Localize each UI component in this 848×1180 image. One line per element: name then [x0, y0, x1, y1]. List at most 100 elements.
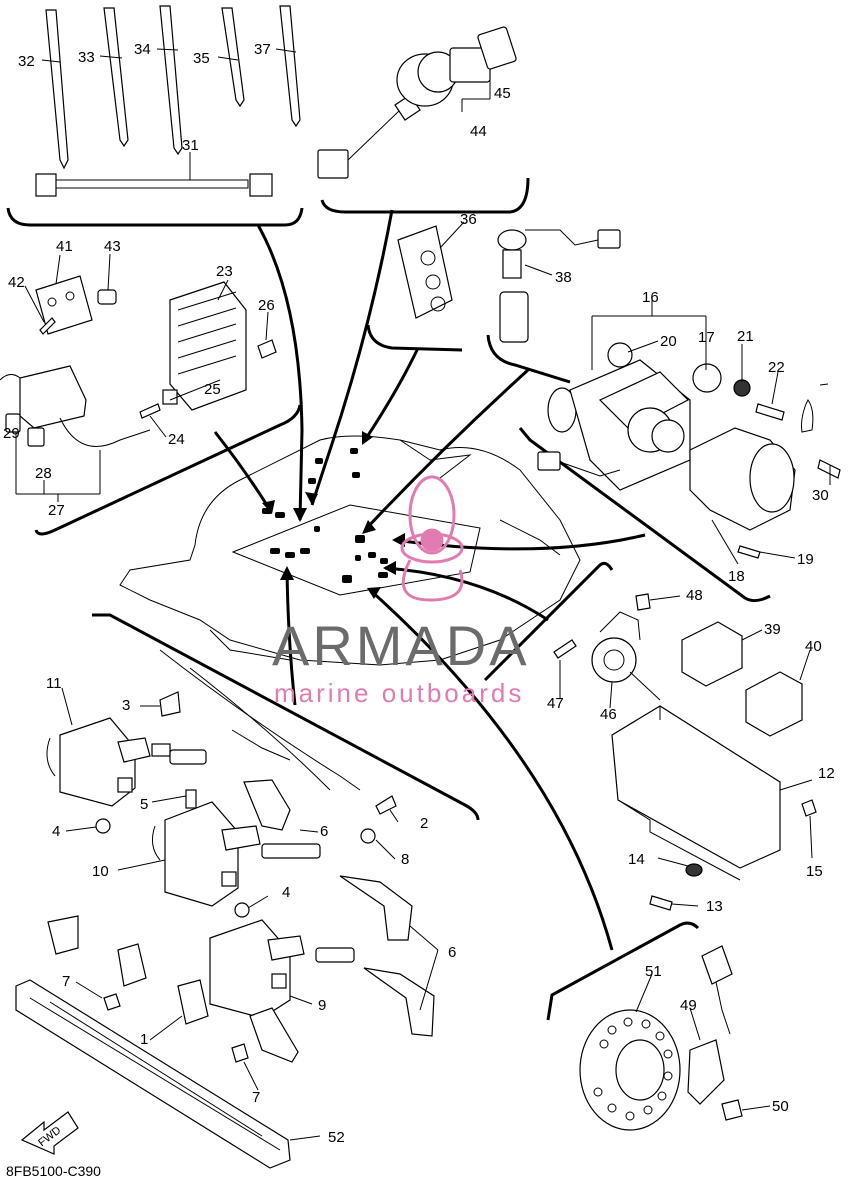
armada-logo-icon: [400, 475, 464, 602]
cdi-unit-12: [611, 705, 781, 869]
bushing-17: [692, 363, 722, 393]
ignition-coil-9: [209, 919, 291, 1019]
bolt-24: [139, 403, 161, 419]
callout-33: 33: [78, 49, 95, 66]
group-frame-flywheel: [546, 921, 700, 1021]
main-switch-assembly: [317, 26, 517, 179]
group-frame-cdi: [483, 561, 614, 682]
callout-8: 8: [401, 851, 409, 868]
bracket-bar-group: [15, 915, 299, 1169]
callout-23: 23: [216, 263, 233, 280]
callout-1: 1: [140, 1031, 148, 1048]
bolt-22: [755, 403, 785, 421]
nut-7b: [231, 1043, 249, 1063]
leader-flywheel: [368, 588, 614, 951]
band-5: [185, 789, 197, 809]
cable-tie-group: [35, 5, 301, 197]
group-frame-regulator: [34, 404, 302, 536]
callout-7b: 7: [252, 1089, 260, 1106]
clamp-31-left: [35, 173, 57, 197]
bolt-42: [39, 317, 56, 335]
bracket-1a: [47, 915, 79, 955]
callout-28: 28: [35, 465, 52, 482]
clamp-36: [397, 225, 453, 319]
bar-52: [15, 979, 291, 1169]
callout-labels: 32 33 34 35 37 31 45 44 36 38 16 20 17 2…: [3, 41, 835, 1146]
cable-tie-37: [279, 5, 301, 128]
spark-plug-cap-6c: [363, 967, 435, 1037]
callout-39: 39: [764, 621, 781, 638]
watermark-tagline: marine outboards: [274, 678, 524, 708]
callout-49: 49: [680, 997, 697, 1014]
callout-46: 46: [600, 706, 617, 723]
key-45: [477, 26, 517, 70]
ignition-coil-11: [59, 717, 136, 807]
callout-25: 25: [204, 381, 221, 398]
ignition-coil-10: [164, 801, 239, 907]
group-frame-ignition: [92, 613, 480, 821]
leader-cable-ties: [256, 224, 304, 521]
callout-5: 5: [140, 796, 148, 813]
callout-29: 29: [3, 425, 20, 442]
callout-24: 24: [168, 431, 185, 448]
callout-16: 16: [642, 289, 659, 306]
leader-main-switch: [310, 209, 394, 506]
callout-4b: 4: [282, 884, 290, 901]
washer-21: [733, 379, 751, 397]
callout-44: 44: [470, 123, 487, 140]
ground-terminal-8: [360, 828, 376, 844]
bolt-47: [553, 639, 577, 659]
callout-3: 3: [122, 697, 130, 714]
cable-tie-32: [45, 9, 69, 170]
callout-37: 37: [254, 41, 271, 58]
callout-41: 41: [56, 238, 73, 255]
bracket-1b: [117, 943, 147, 987]
collar-20: [607, 342, 633, 368]
cable-tie-33: [103, 7, 129, 148]
leader-sensor: [363, 368, 530, 532]
nut-7a: [103, 993, 121, 1011]
clamp-31-right: [249, 173, 273, 197]
sensor-38: [497, 229, 621, 343]
ignition-coil-group: [46, 649, 435, 1037]
callout-6b: 6: [448, 944, 456, 961]
callout-17: 17: [698, 329, 715, 346]
group-frame-sensor: [486, 334, 571, 384]
callout-51: 51: [645, 963, 662, 980]
callout-15: 15: [806, 863, 823, 880]
leader-arrowheads: [262, 431, 405, 599]
cable-tie-34: [159, 5, 183, 156]
callout-42: 42: [8, 274, 25, 291]
cable-tie-35: [221, 7, 245, 108]
callout-22: 22: [768, 359, 785, 376]
watermark-brand: ARMADA: [272, 614, 530, 677]
coil-11-terminal: [117, 777, 133, 793]
leader-regulator: [213, 431, 272, 511]
relay-40: [745, 671, 803, 737]
callout-36: 36: [460, 211, 477, 228]
callout-43: 43: [104, 238, 121, 255]
nut-48: [635, 593, 651, 611]
callout-40: 40: [805, 638, 822, 655]
fwd-arrow: FWD: [20, 1111, 79, 1155]
rectifier-regulator-23: [169, 281, 247, 411]
nut-4a: [95, 818, 111, 834]
spark-plug-cap-6a: [243, 779, 291, 831]
bolt-19: [737, 545, 761, 559]
bolt-3: [159, 691, 181, 717]
sensor-connector: [597, 229, 621, 249]
group-frame-cable-ties: [6, 207, 304, 227]
callout-50: 50: [772, 1098, 789, 1115]
diagram-code: 8FB5100-C390: [6, 1163, 101, 1179]
callout-38: 38: [555, 269, 572, 286]
grommet-14: [685, 863, 703, 877]
callout-35: 35: [193, 50, 210, 67]
callout-6a: 6: [320, 823, 328, 840]
callout-21: 21: [737, 328, 754, 345]
group-frame-main-switch: [320, 177, 530, 214]
starter-motor-group: [537, 342, 841, 559]
bolt-30: [817, 459, 841, 479]
callout-20: 20: [660, 333, 677, 350]
cdi-unit-group: [553, 593, 817, 911]
bracket-1c: [177, 979, 209, 1025]
